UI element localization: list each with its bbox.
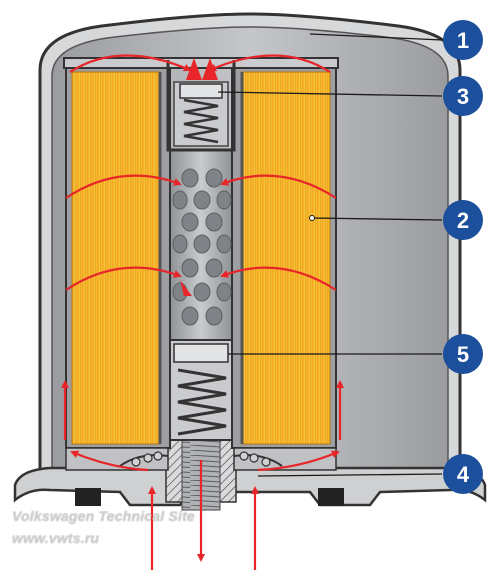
oil-flow-arrows bbox=[61, 54, 344, 570]
top-end-cap bbox=[63, 57, 339, 69]
leader-lines bbox=[217, 33, 443, 477]
callout-1: 1 bbox=[443, 20, 483, 60]
svg-text:5: 5 bbox=[457, 342, 469, 367]
seal-left bbox=[75, 488, 101, 506]
seal-right bbox=[318, 488, 344, 506]
check-valve-bottom bbox=[169, 339, 233, 441]
watermark-url: www.vwts.ru bbox=[12, 530, 100, 546]
svg-text:2: 2 bbox=[457, 208, 469, 233]
filter-element-right bbox=[231, 65, 337, 449]
callout-2: 2 bbox=[443, 200, 483, 240]
valve-arrows bbox=[180, 58, 218, 296]
svg-text:3: 3 bbox=[457, 84, 469, 109]
callout-4: 4 bbox=[443, 454, 483, 494]
filter-element-left bbox=[65, 65, 171, 449]
center-perforated-tube bbox=[169, 149, 233, 341]
svg-text:4: 4 bbox=[457, 462, 470, 487]
anti-drain-membrane bbox=[65, 447, 337, 471]
callout-5: 5 bbox=[443, 334, 483, 374]
watermark-site-name: Volkswagen Technical Site bbox=[12, 508, 195, 524]
svg-text:1: 1 bbox=[457, 28, 469, 53]
callout-3: 3 bbox=[443, 76, 483, 116]
